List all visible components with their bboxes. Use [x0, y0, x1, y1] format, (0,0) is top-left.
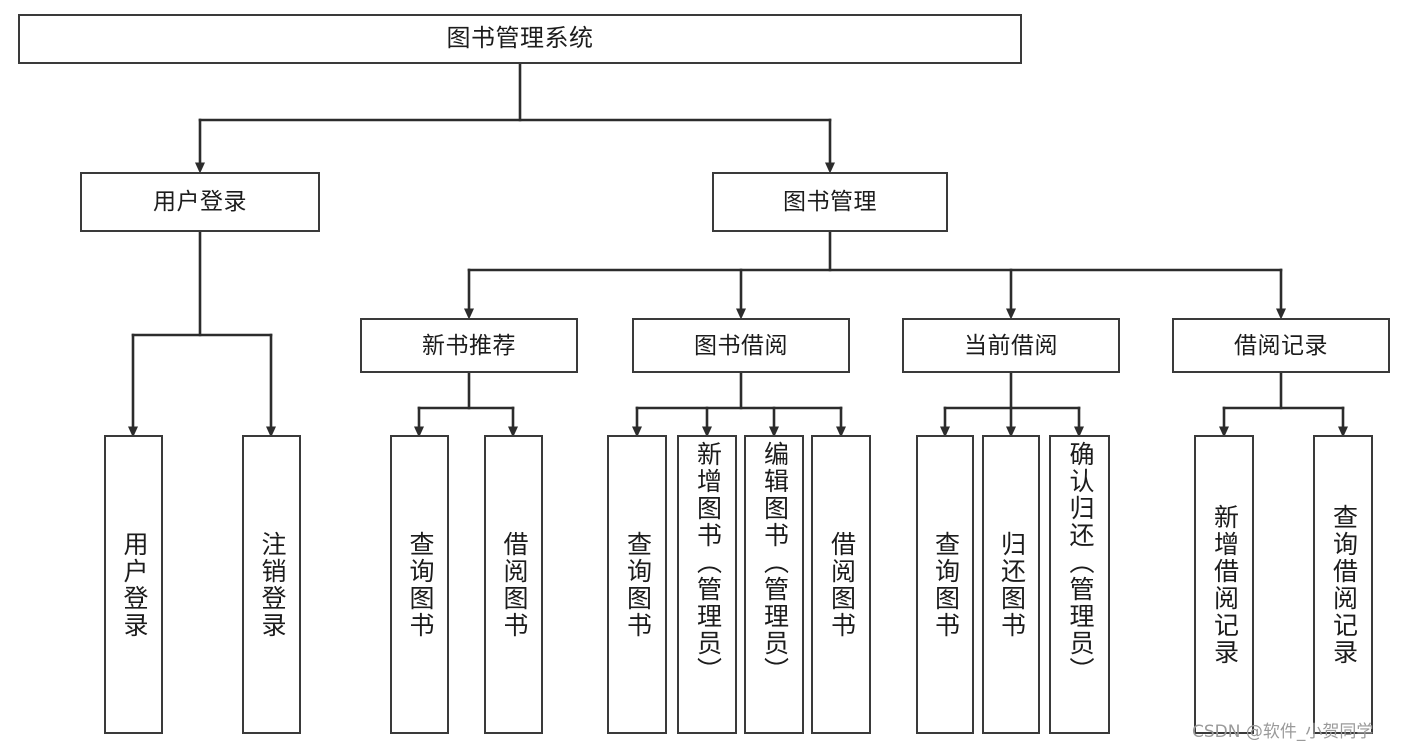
node-borrowing-record[interactable]: 借阅记录 [1172, 318, 1390, 373]
node-label: 归还图书 [997, 530, 1026, 639]
leaf-add-book-admin[interactable]: 新增图书（管理员） [677, 435, 737, 734]
node-label: 用户登录 [120, 530, 148, 639]
node-label: 借阅图书 [827, 530, 856, 639]
leaf-query-book-newbook[interactable]: 查询图书 [390, 435, 449, 734]
node-user-login[interactable]: 用户登录 [80, 172, 320, 232]
node-label: 当前借阅 [964, 331, 1058, 358]
node-current-borrowing[interactable]: 当前借阅 [902, 318, 1120, 373]
leaf-user-login[interactable]: 用户登录 [104, 435, 163, 734]
node-label: 查询图书 [623, 530, 652, 639]
leaf-query-borrow-record[interactable]: 查询借阅记录 [1313, 435, 1373, 734]
node-root-book-management-system[interactable]: 图书管理系统 [18, 14, 1022, 64]
node-label: 借阅图书 [500, 530, 528, 639]
leaf-edit-book-admin[interactable]: 编辑图书（管理员） [744, 435, 804, 734]
node-book-borrowing[interactable]: 图书借阅 [632, 318, 850, 373]
leaf-query-book-borrow[interactable]: 查询图书 [607, 435, 667, 734]
leaf-confirm-return-admin[interactable]: 确认归还（管理员） [1049, 435, 1110, 734]
node-label: 新增借阅记录 [1210, 503, 1239, 666]
node-label: 查询借阅记录 [1329, 503, 1358, 666]
node-label: 新增图书（管理员） [693, 441, 722, 684]
leaf-query-book-current[interactable]: 查询图书 [916, 435, 974, 734]
leaf-borrow-book[interactable]: 借阅图书 [811, 435, 871, 734]
leaf-logout[interactable]: 注销登录 [242, 435, 301, 734]
leaf-borrow-book-newbook[interactable]: 借阅图书 [484, 435, 543, 734]
node-new-book-recommendation[interactable]: 新书推荐 [360, 318, 578, 373]
node-label: 图书管理系统 [446, 24, 594, 52]
leaf-return-book[interactable]: 归还图书 [982, 435, 1040, 734]
node-label: 确认归还（管理员） [1066, 441, 1094, 684]
node-label: 查询图书 [931, 530, 960, 639]
node-label: 查询图书 [406, 530, 434, 639]
leaf-add-borrow-record[interactable]: 新增借阅记录 [1194, 435, 1254, 734]
node-label: 借阅记录 [1234, 331, 1328, 358]
node-label: 新书推荐 [422, 331, 516, 358]
node-label: 图书借阅 [694, 331, 788, 358]
node-label: 用户登录 [153, 188, 247, 215]
node-label: 注销登录 [258, 530, 286, 639]
node-book-management[interactable]: 图书管理 [712, 172, 948, 232]
node-label: 编辑图书（管理员） [760, 441, 789, 684]
node-label: 图书管理 [783, 188, 877, 215]
